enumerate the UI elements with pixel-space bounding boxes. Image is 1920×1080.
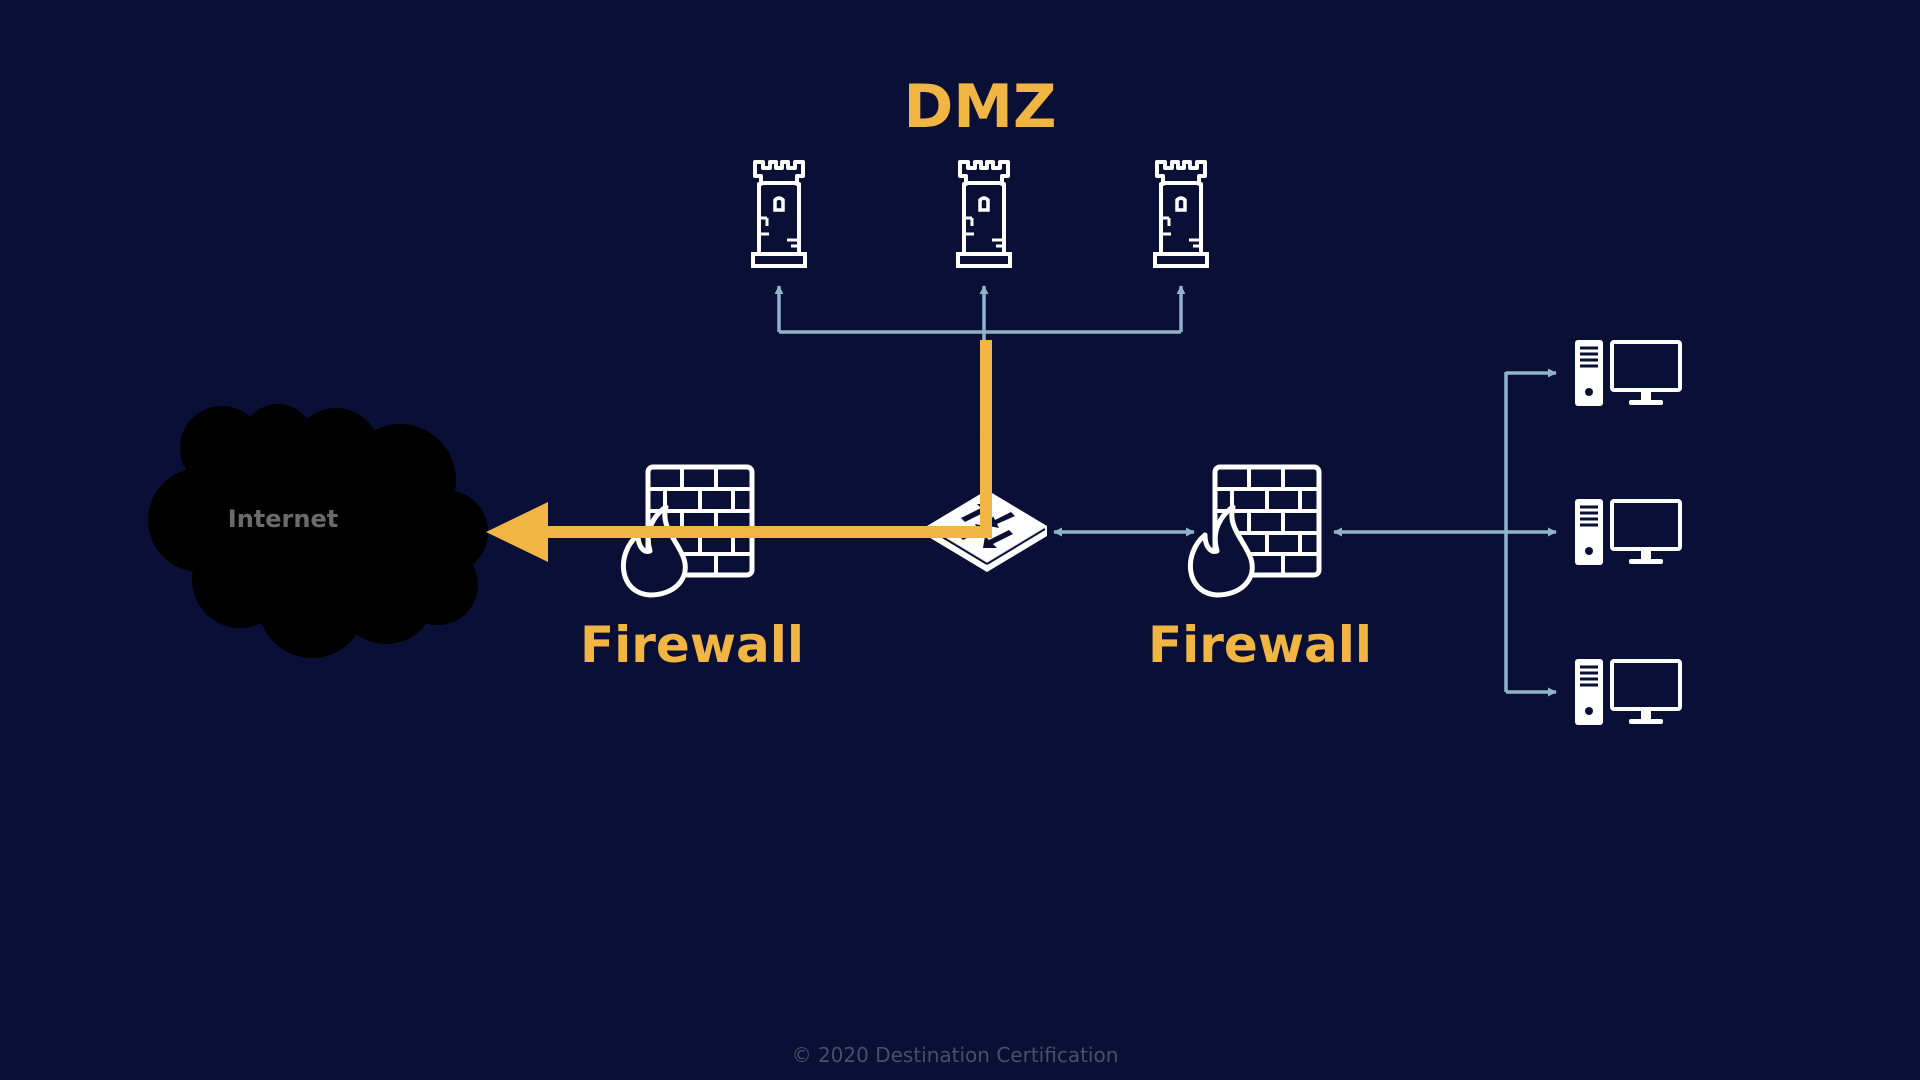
workstation-3-computer-icon	[1573, 657, 1682, 727]
dmz-server-2-tower-icon	[956, 160, 1012, 268]
workstation-1-computer-icon	[1573, 338, 1682, 408]
workstation-2-computer-icon	[1573, 497, 1682, 567]
highlighted-path	[486, 340, 992, 562]
internet-cloud	[148, 404, 488, 658]
dmz-title: DMZ	[903, 72, 1056, 142]
firewall-right-label: Firewall	[1148, 616, 1372, 674]
firewall-right-firewall-icon	[1190, 467, 1319, 595]
copyright-footer: © 2020 Destination Certification	[792, 1043, 1119, 1067]
dmz-server-3-tower-icon	[1153, 160, 1209, 268]
firewall-left-label: Firewall	[580, 616, 804, 674]
internet-label: Internet	[228, 505, 338, 533]
highlighted-path-arrowhead	[486, 502, 548, 562]
dmz-server-1-tower-icon	[751, 160, 807, 268]
